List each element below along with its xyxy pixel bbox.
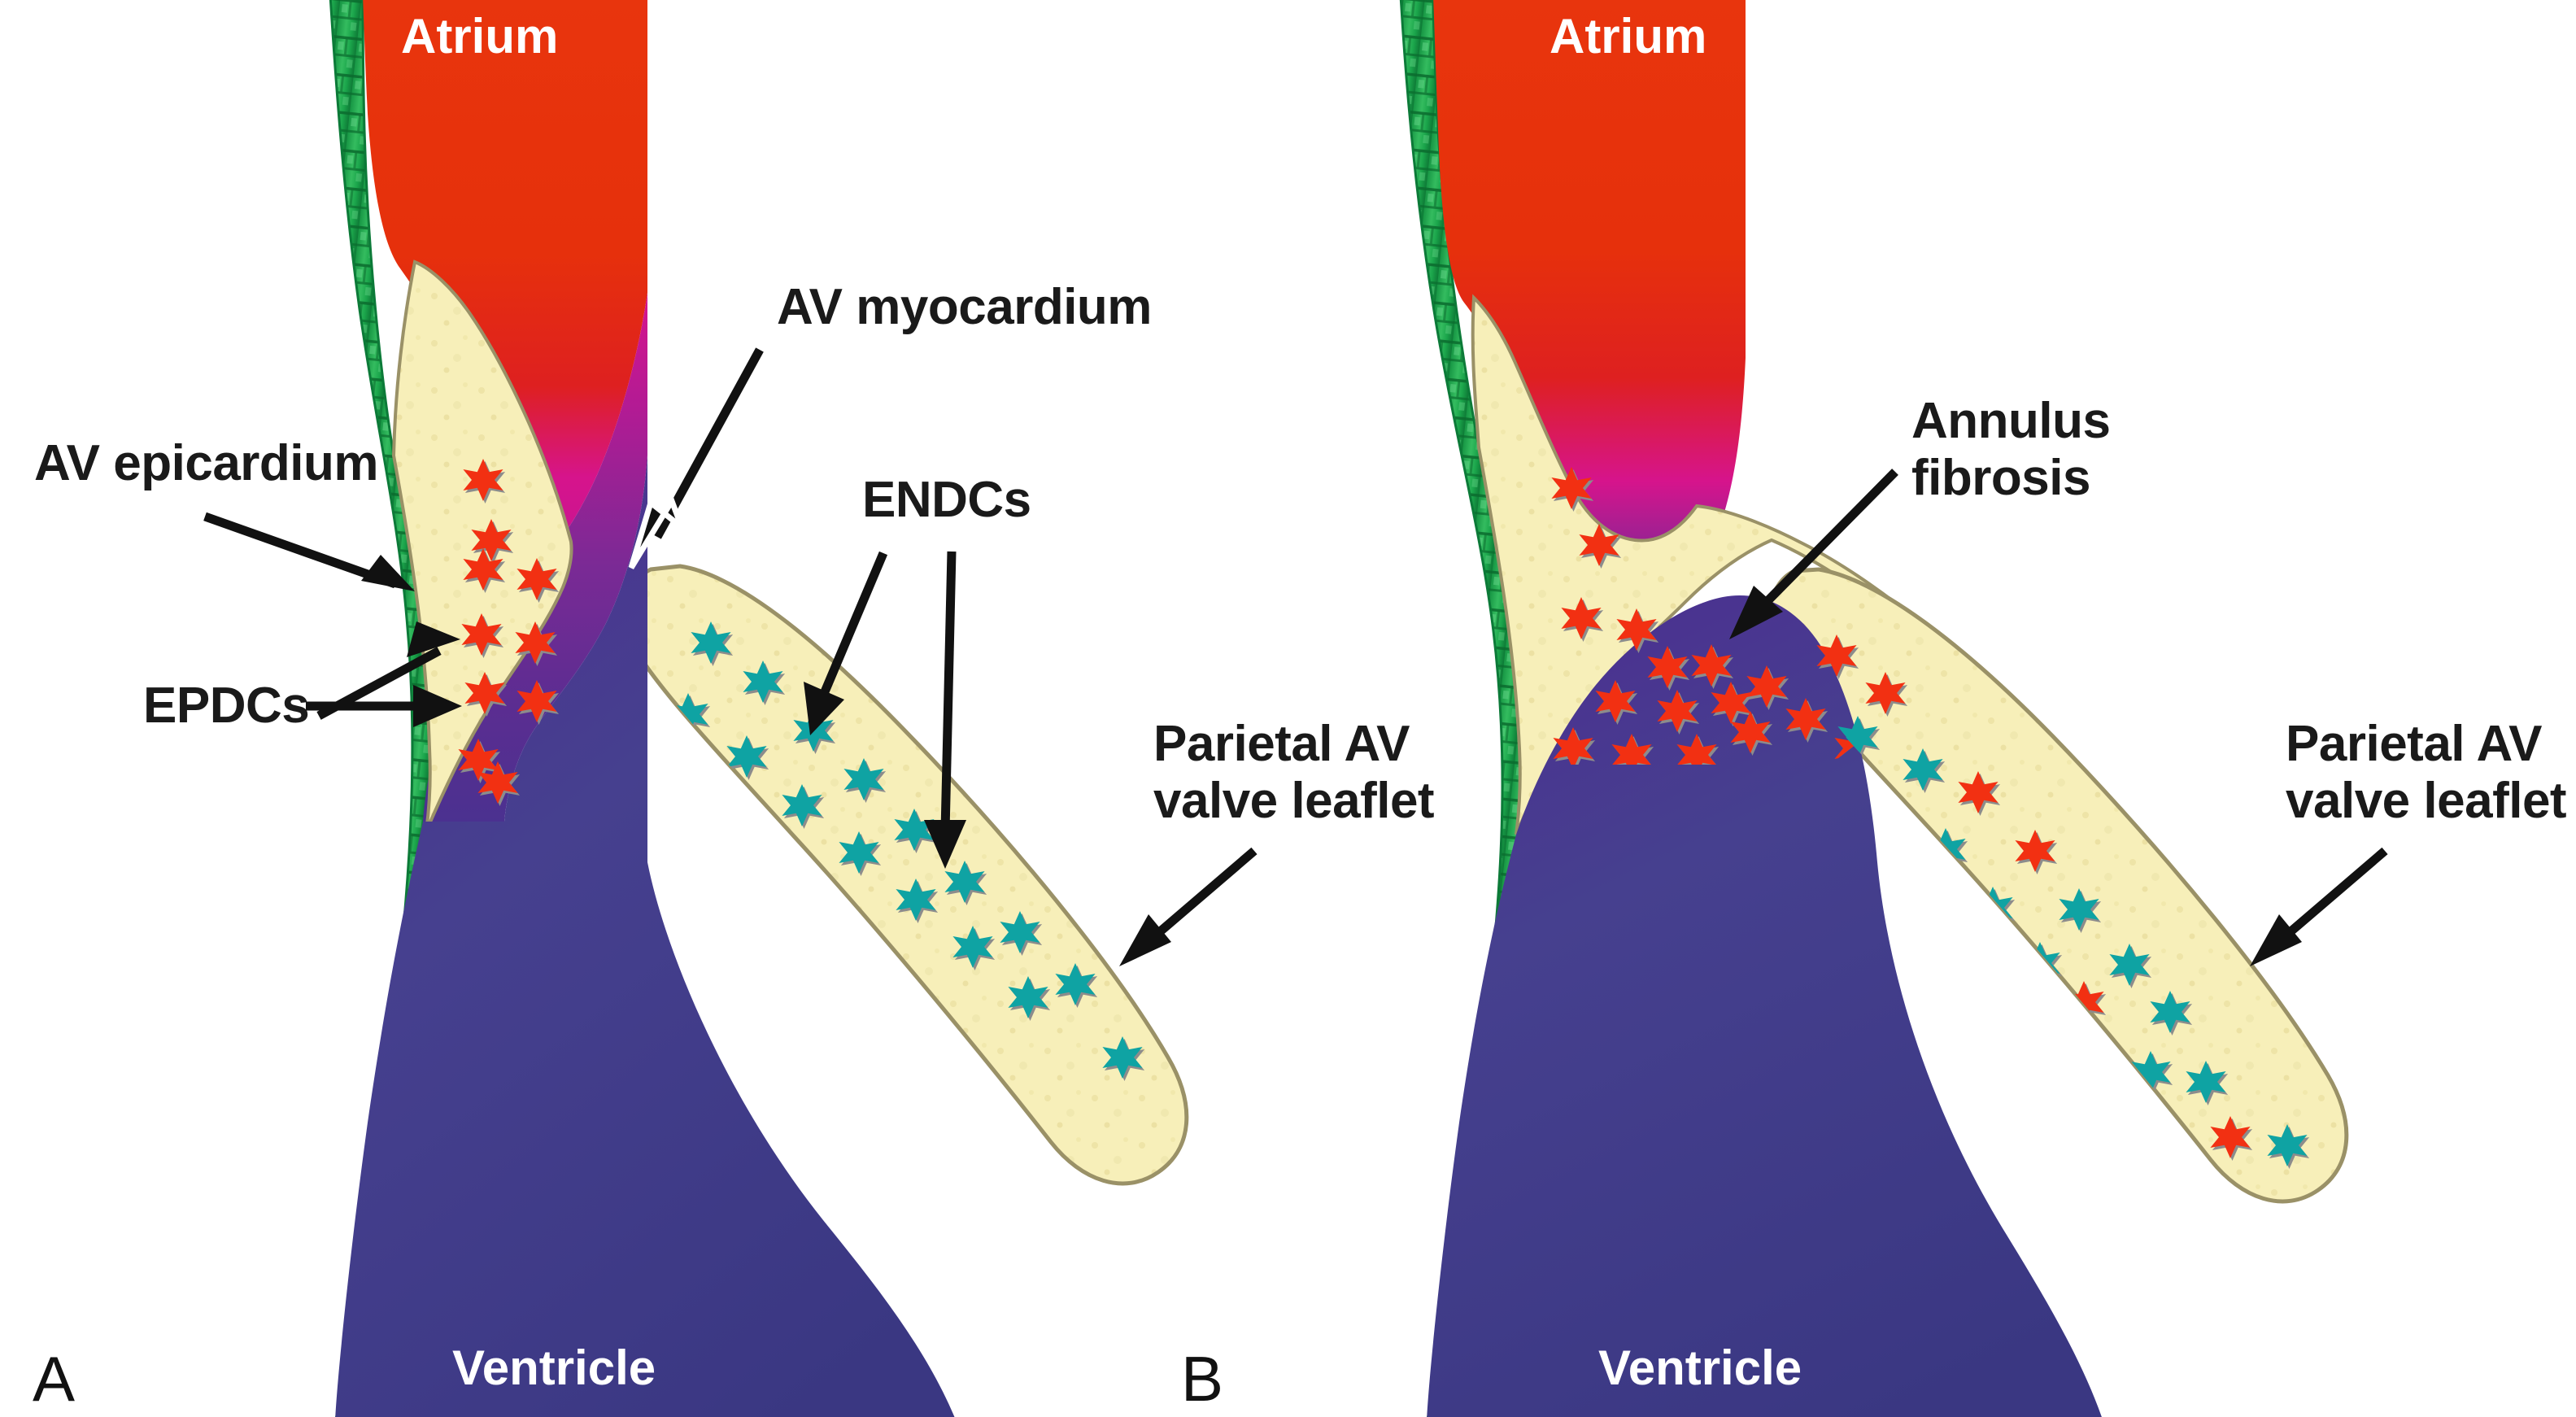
organ-label-atrium-b: Atrium	[1550, 9, 1706, 63]
callout-label-endcs: ENDCs	[862, 472, 1031, 528]
callout-arrow-endcs-right	[924, 551, 966, 869]
atrium-b	[1433, 0, 1746, 603]
organ-label-ventricle-a: Ventricle	[452, 1341, 656, 1395]
organ-label-atrium-a: Atrium	[401, 9, 558, 63]
callout-arrow-av-myocardium	[628, 347, 764, 569]
callout-arrow-parietal-leaflet-a	[1119, 847, 1257, 966]
callout-arrow-av-epicardium	[203, 512, 415, 591]
ventricle-b	[1427, 595, 2102, 1417]
panel-b: Atrium Ventricle Annulus fibrosis Pariet…	[1181, 0, 2567, 1417]
atrium-a	[363, 0, 647, 569]
panel-letter-a: A	[33, 1343, 75, 1415]
callout-label-annulus-fibrosis-line2: fibrosis	[1911, 450, 2090, 506]
callout-arrow-epdcs-lower	[306, 685, 462, 727]
callout-label-parietal-leaflet-a-line2: valve leaflet	[1153, 773, 1434, 829]
callout-arrow-annulus-fibrosis	[1729, 469, 1898, 639]
callout-label-annulus-fibrosis-line1: Annulus	[1911, 393, 2110, 449]
callout-label-parietal-leaflet-a-line1: Parietal AV	[1153, 716, 1410, 772]
callout-arrow-parietal-leaflet-b	[2250, 847, 2388, 966]
callout-label-av-epicardium: AV epicardium	[34, 435, 378, 491]
callout-label-parietal-leaflet-b-line2: valve leaflet	[2286, 773, 2566, 829]
callout-arrow-endcs-left	[804, 551, 888, 735]
callout-label-epdcs: EPDCs	[143, 678, 309, 734]
panel-a: Atrium Ventricle AV epicardium EPDCs AV …	[33, 0, 1435, 1417]
panel-letter-b: B	[1181, 1343, 1223, 1415]
callout-label-av-myocardium: AV myocardium	[777, 279, 1152, 335]
callout-label-parietal-leaflet-b-line1: Parietal AV	[2286, 716, 2542, 772]
organ-label-ventricle-b: Ventricle	[1598, 1341, 1802, 1395]
ventricle-a	[335, 456, 955, 1417]
